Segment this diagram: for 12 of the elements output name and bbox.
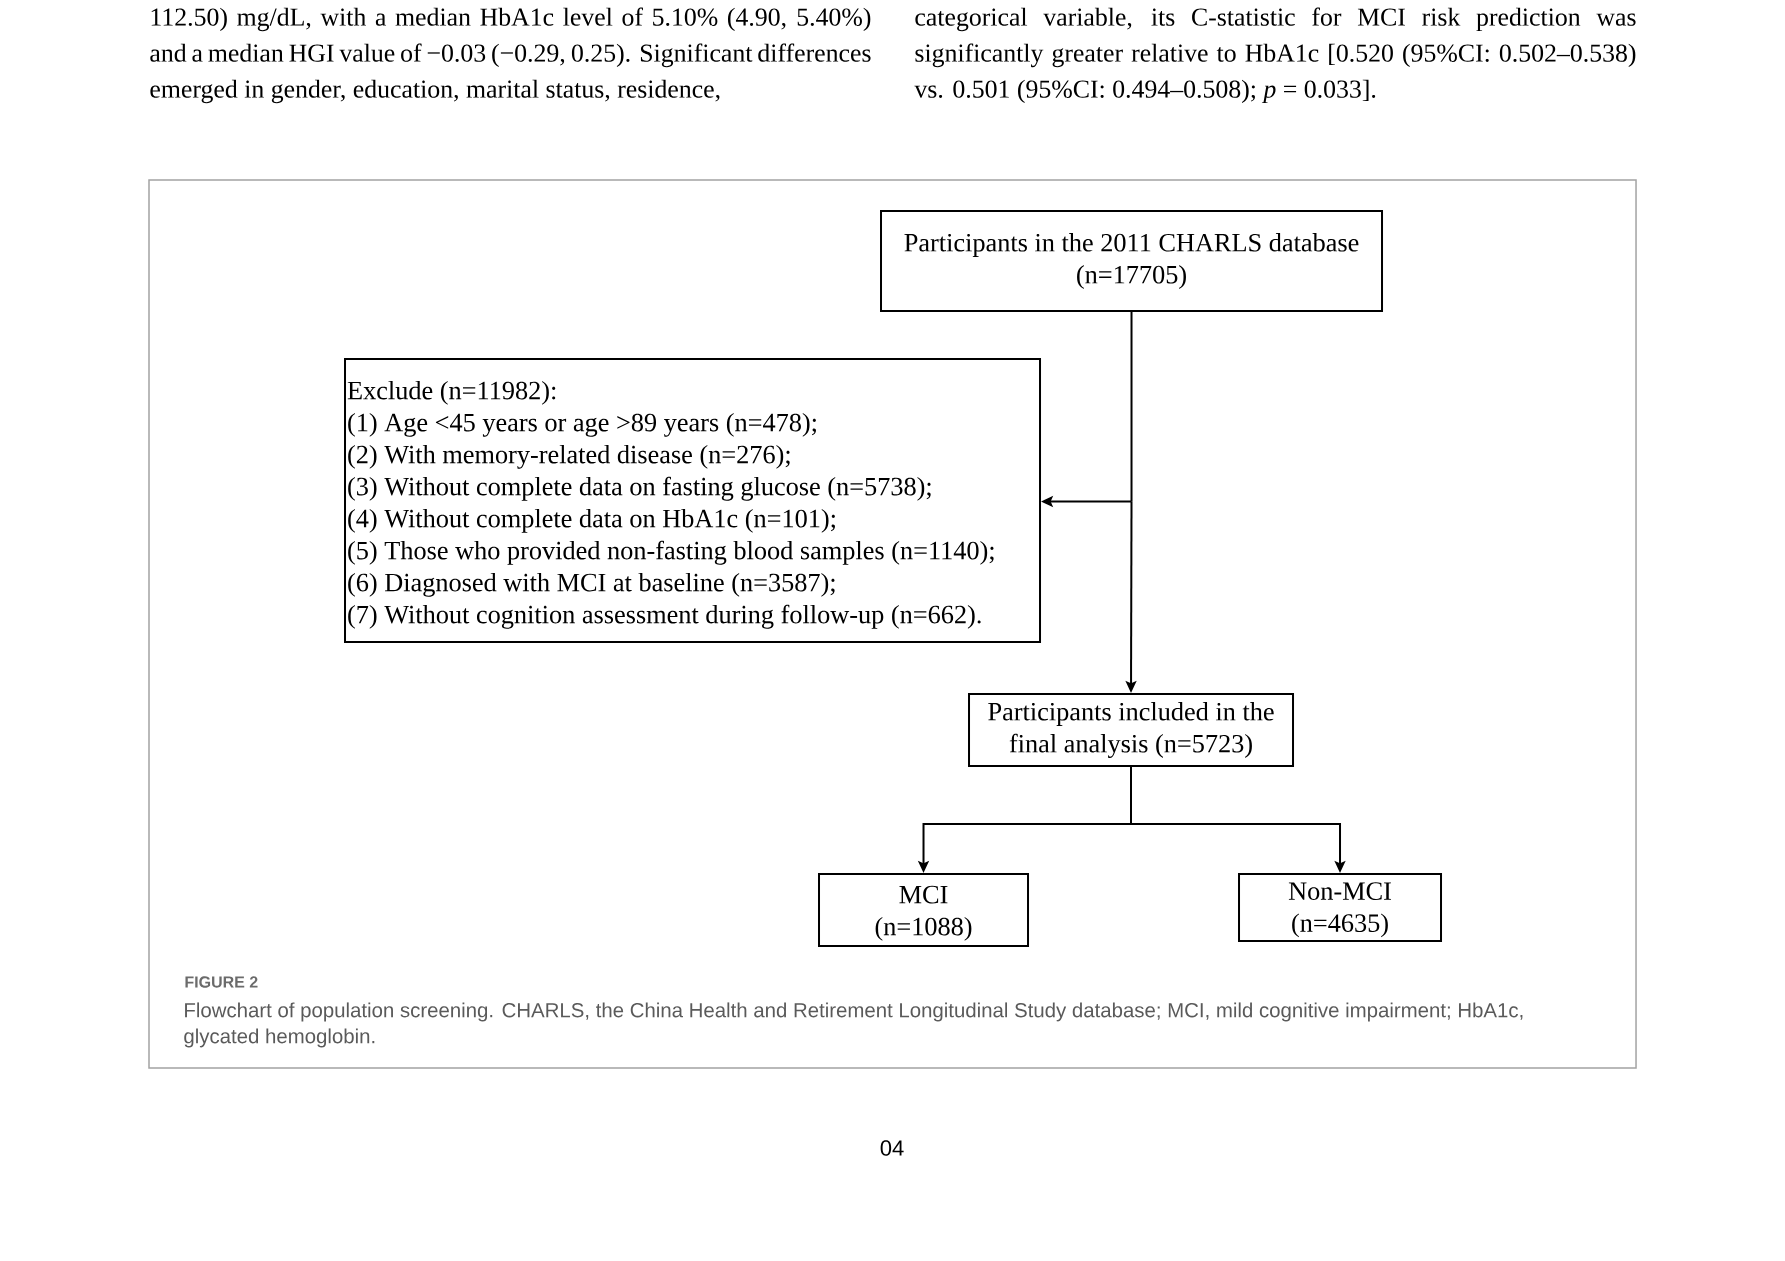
exclusion-box: Exclude (n=11982): (1) Age <45 years or age >89 years (n=478); (2) With memory-related disease (n=276); (3) Without complete data on fasting glucose (n=5738); (4) Without complete data on HbA1c (n=101); (5) Those who provided non-fasting blood samples (n=1140); (6) Diagnosed with MCI at baseline (n=3587); (7) Without cognition assessment during follow-up (n=662). — [344, 358, 1041, 643]
process-box: MCI (n=1088) — [818, 873, 1029, 947]
figure-caption: Flowchart of population screening. CHARLS, the China Health and Retirement Longitudinal Study database; MCI, mild cognitive impairment; HbA1c, glycated hemoglobin. — [184, 1002, 1523, 1048]
process-box: Participants in the 2011 CHARLS database (n=17705) — [880, 210, 1383, 312]
figure-label: FIGURE 2 — [185, 976, 258, 988]
body-text: categorical variable, its C-statistic for MCI risk prediction was significantly greater relative to HbA1c [0.520 (95%CI: 0.502–0.538) vs. 0.501 (95%CI: 0.494–0.508); p = 0.033]. — [914, 7, 1636, 104]
page-number: 04 — [880, 1140, 904, 1156]
process-box: Participants included in the final analysis (n=5723) — [968, 693, 1294, 767]
body-text: 112.50) mg/dL, with a median HbA1c level of 5.10% (4.90, 5.40%) and a median HGI value of −0.03 (−0.29, 0.25). Significant differences emerged in gender, education, marital status, residence, — [150, 7, 871, 104]
process-box: Non-MCI (n=4635) — [1238, 873, 1442, 942]
connector-line — [1130, 766, 1132, 825]
connector-line — [1130, 311, 1133, 503]
